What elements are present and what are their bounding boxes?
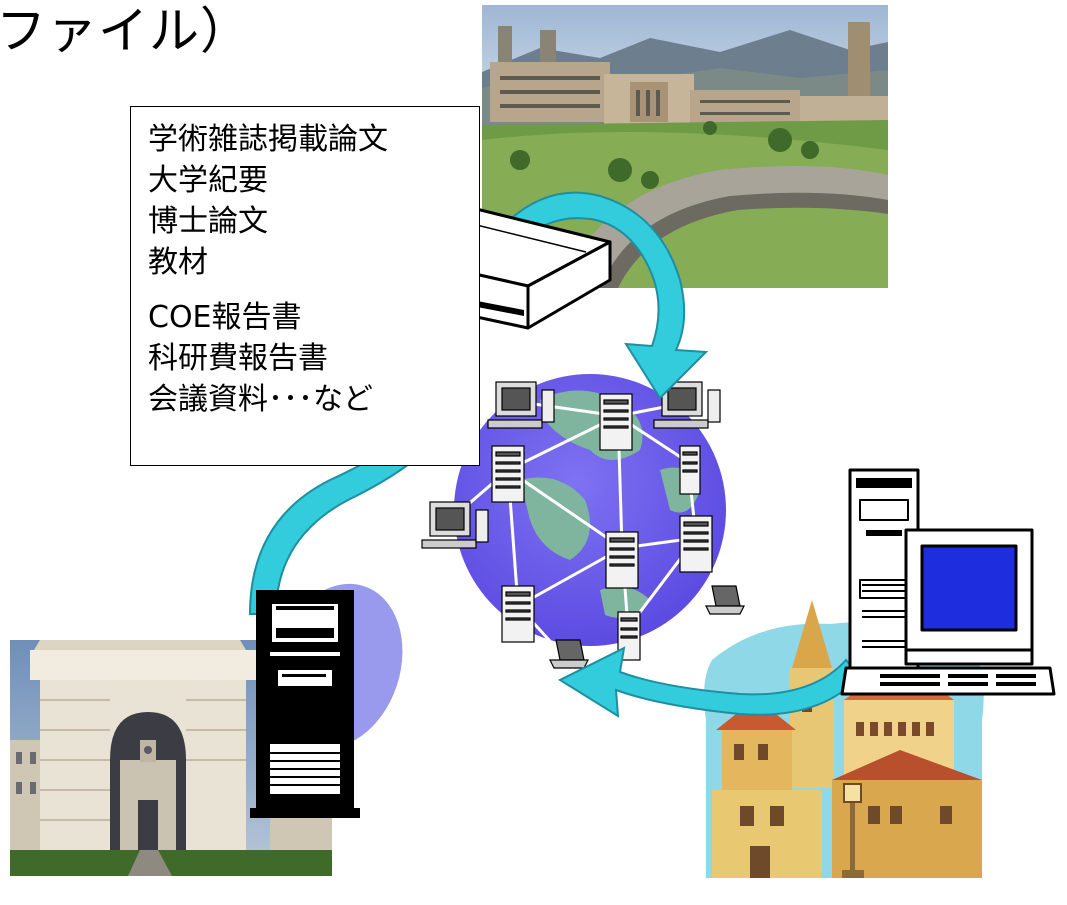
- campus-photo: [482, 5, 888, 288]
- workstation-icon: [840, 468, 1056, 696]
- content-types-box: 学術雑誌掲載論文 大学紀要 博士論文 教材 COE報告書 科研費報告書 会議資料…: [130, 106, 480, 466]
- content-type-item: 学術雑誌掲載論文: [148, 122, 388, 157]
- content-type-item: 大学紀要: [148, 163, 268, 198]
- content-type-item: COE報告書: [148, 300, 302, 335]
- content-type-item: 会議資料･･･など: [148, 382, 373, 417]
- archway-photo: [10, 640, 332, 876]
- content-type-item: 博士論文: [148, 204, 268, 239]
- network-globe: [421, 374, 745, 669]
- page-title: ファイル）: [0, 2, 251, 60]
- content-type-item: 教材: [148, 245, 208, 280]
- content-type-item: 科研費報告書: [148, 341, 328, 376]
- server-tower-icon: [250, 590, 360, 818]
- group-spacer: [148, 283, 479, 297]
